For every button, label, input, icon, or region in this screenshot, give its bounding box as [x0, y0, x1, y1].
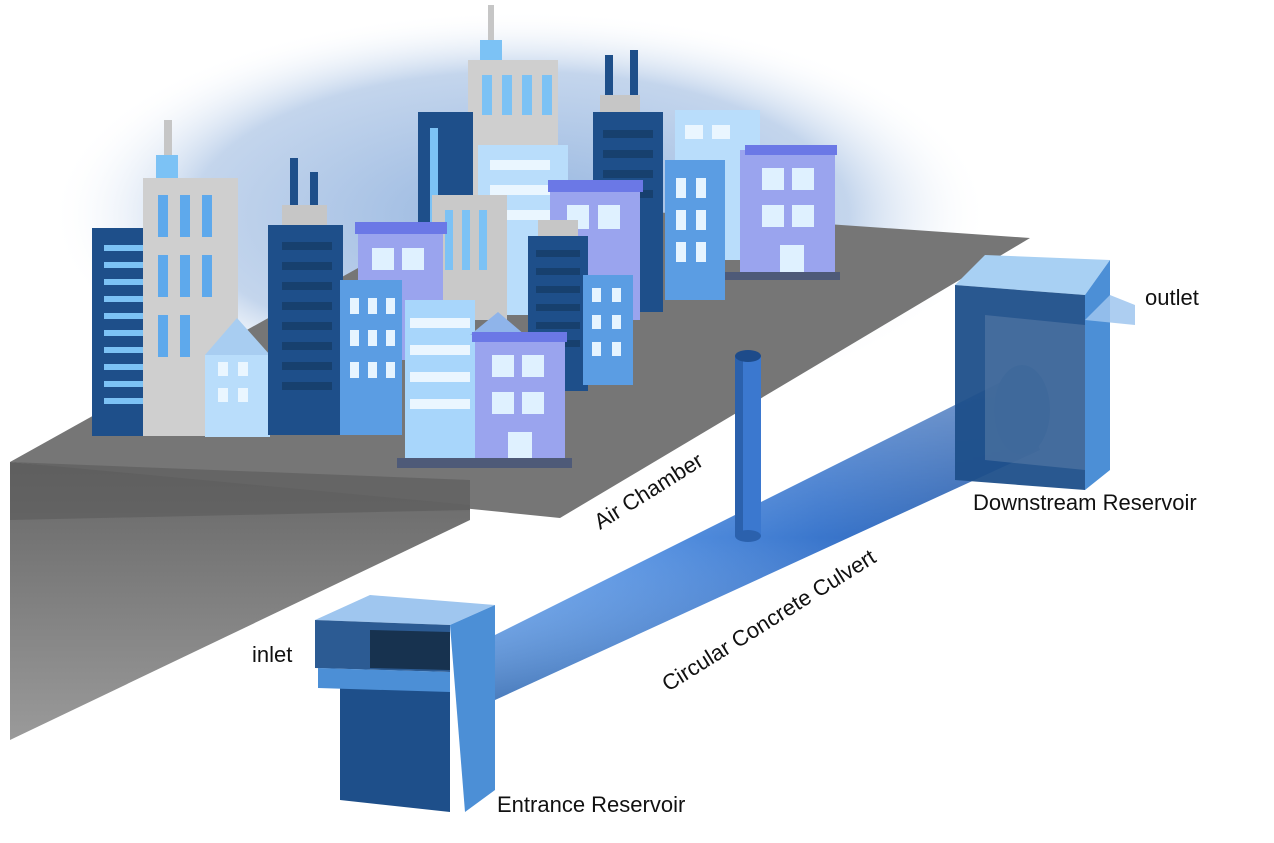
downstream-reservoir	[955, 255, 1135, 490]
building	[205, 355, 270, 437]
label-downstream-reservoir: Downstream Reservoir	[973, 490, 1197, 515]
label-outlet: outlet	[1145, 285, 1199, 310]
label-entrance-reservoir: Entrance Reservoir	[497, 792, 685, 817]
entrance-reservoir	[315, 595, 495, 812]
label-inlet: inlet	[252, 642, 292, 667]
building	[583, 275, 633, 385]
ground-front-side	[10, 462, 470, 740]
city-buildings	[92, 5, 840, 468]
ground-front-shadow	[10, 462, 470, 520]
air-chamber	[735, 350, 761, 542]
building	[665, 160, 725, 300]
